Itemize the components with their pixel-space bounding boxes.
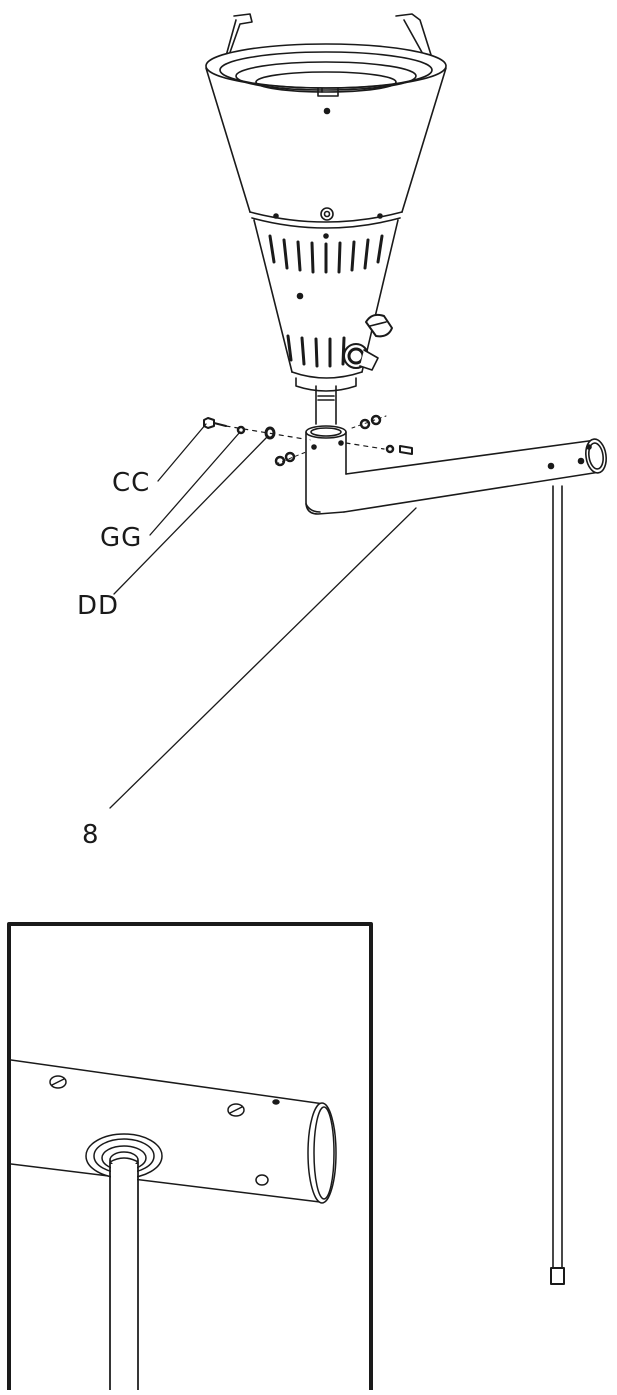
leader-gg xyxy=(149,431,241,536)
heater-head xyxy=(205,13,447,425)
bolt-right xyxy=(345,442,413,455)
nut-upper-right xyxy=(351,414,387,430)
label-gg: GG xyxy=(100,523,143,553)
leader-dd xyxy=(113,435,269,595)
burner-body xyxy=(253,219,399,392)
detail-inset xyxy=(7,922,373,1395)
leader-8 xyxy=(109,507,417,809)
support-arm xyxy=(305,425,607,515)
washer-gg xyxy=(236,425,246,435)
nut-lower-left xyxy=(274,451,307,467)
hanging-rod xyxy=(550,485,565,1285)
label-8: 8 xyxy=(82,820,100,850)
ignitor-button xyxy=(343,343,379,371)
head-post xyxy=(315,385,337,425)
reflector-cone xyxy=(205,43,447,229)
band-screw xyxy=(320,207,334,221)
fasteners xyxy=(203,414,413,467)
leader-lines xyxy=(109,423,417,809)
label-cc: CC xyxy=(112,468,151,498)
lockwasher-dd xyxy=(264,426,276,440)
control-knob xyxy=(365,313,393,338)
label-dd: DD xyxy=(77,591,120,621)
leader-cc xyxy=(157,423,207,482)
bolt-cc xyxy=(203,417,227,429)
